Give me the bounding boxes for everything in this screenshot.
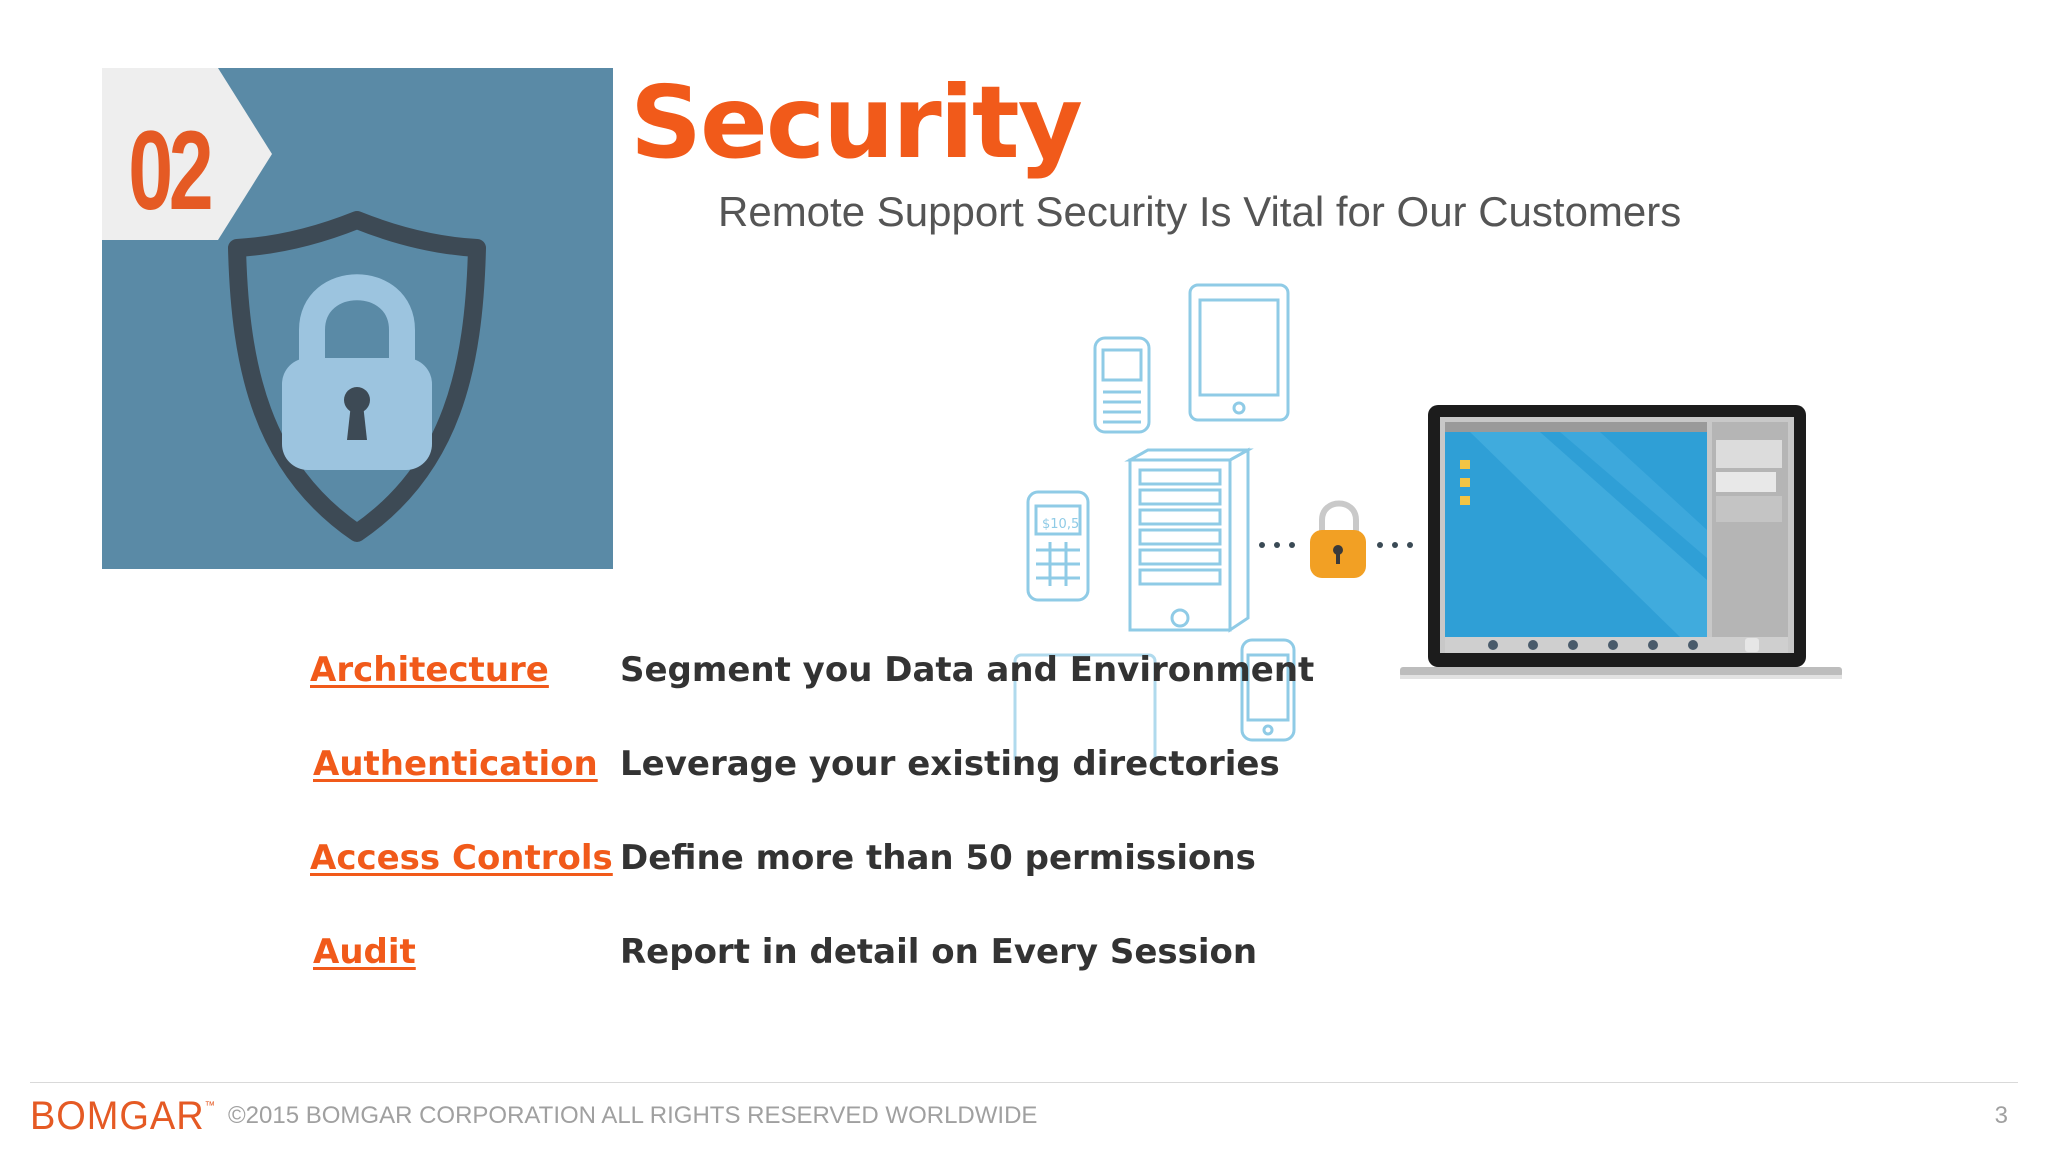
feature-link-audit[interactable]: Audit xyxy=(313,932,416,972)
feature-link-access-controls[interactable]: Access Controls xyxy=(310,838,613,878)
feature-link-authentication[interactable]: Authentication xyxy=(313,744,598,784)
svg-text:$10,5: $10,5 xyxy=(1042,517,1079,532)
hero-image: 02 xyxy=(102,68,613,569)
feature-description: Define more than 50 permissions xyxy=(620,838,1256,878)
slide-title: Security xyxy=(630,64,1083,181)
slide-subtitle: Remote Support Security Is Vital for Our… xyxy=(718,188,1682,235)
tablet-icon xyxy=(1188,283,1290,422)
feature-description: Leverage your existing directories xyxy=(620,744,1280,784)
copyright-notice: ©2015 BOMGAR CORPORATION ALL RIGHTS RESE… xyxy=(228,1102,1038,1129)
server-icon xyxy=(1124,447,1254,633)
shield-lock-icon xyxy=(102,68,486,542)
payment-terminal-icon xyxy=(1026,490,1090,602)
footer-divider xyxy=(30,1082,2018,1083)
phone-icon xyxy=(1240,638,1296,742)
feature-description: Report in detail on Every Session xyxy=(620,932,1258,972)
phone-icon xyxy=(1093,336,1151,434)
trademark-symbol: ™ xyxy=(204,1100,217,1112)
laptop-icon xyxy=(1400,405,1842,679)
page-number: 3 xyxy=(1994,1102,2008,1129)
devices-illustration: $10,5 xyxy=(1013,283,1842,760)
feature-link-architecture[interactable]: Architecture xyxy=(310,650,549,690)
feature-description: Segment you Data and Environment xyxy=(620,650,1315,690)
slide-number: 02 xyxy=(128,108,213,233)
padlock-icon xyxy=(1310,500,1366,578)
company-logo: BOMGAR™ xyxy=(30,1094,216,1139)
logo-text: BOMGAR xyxy=(30,1094,205,1138)
